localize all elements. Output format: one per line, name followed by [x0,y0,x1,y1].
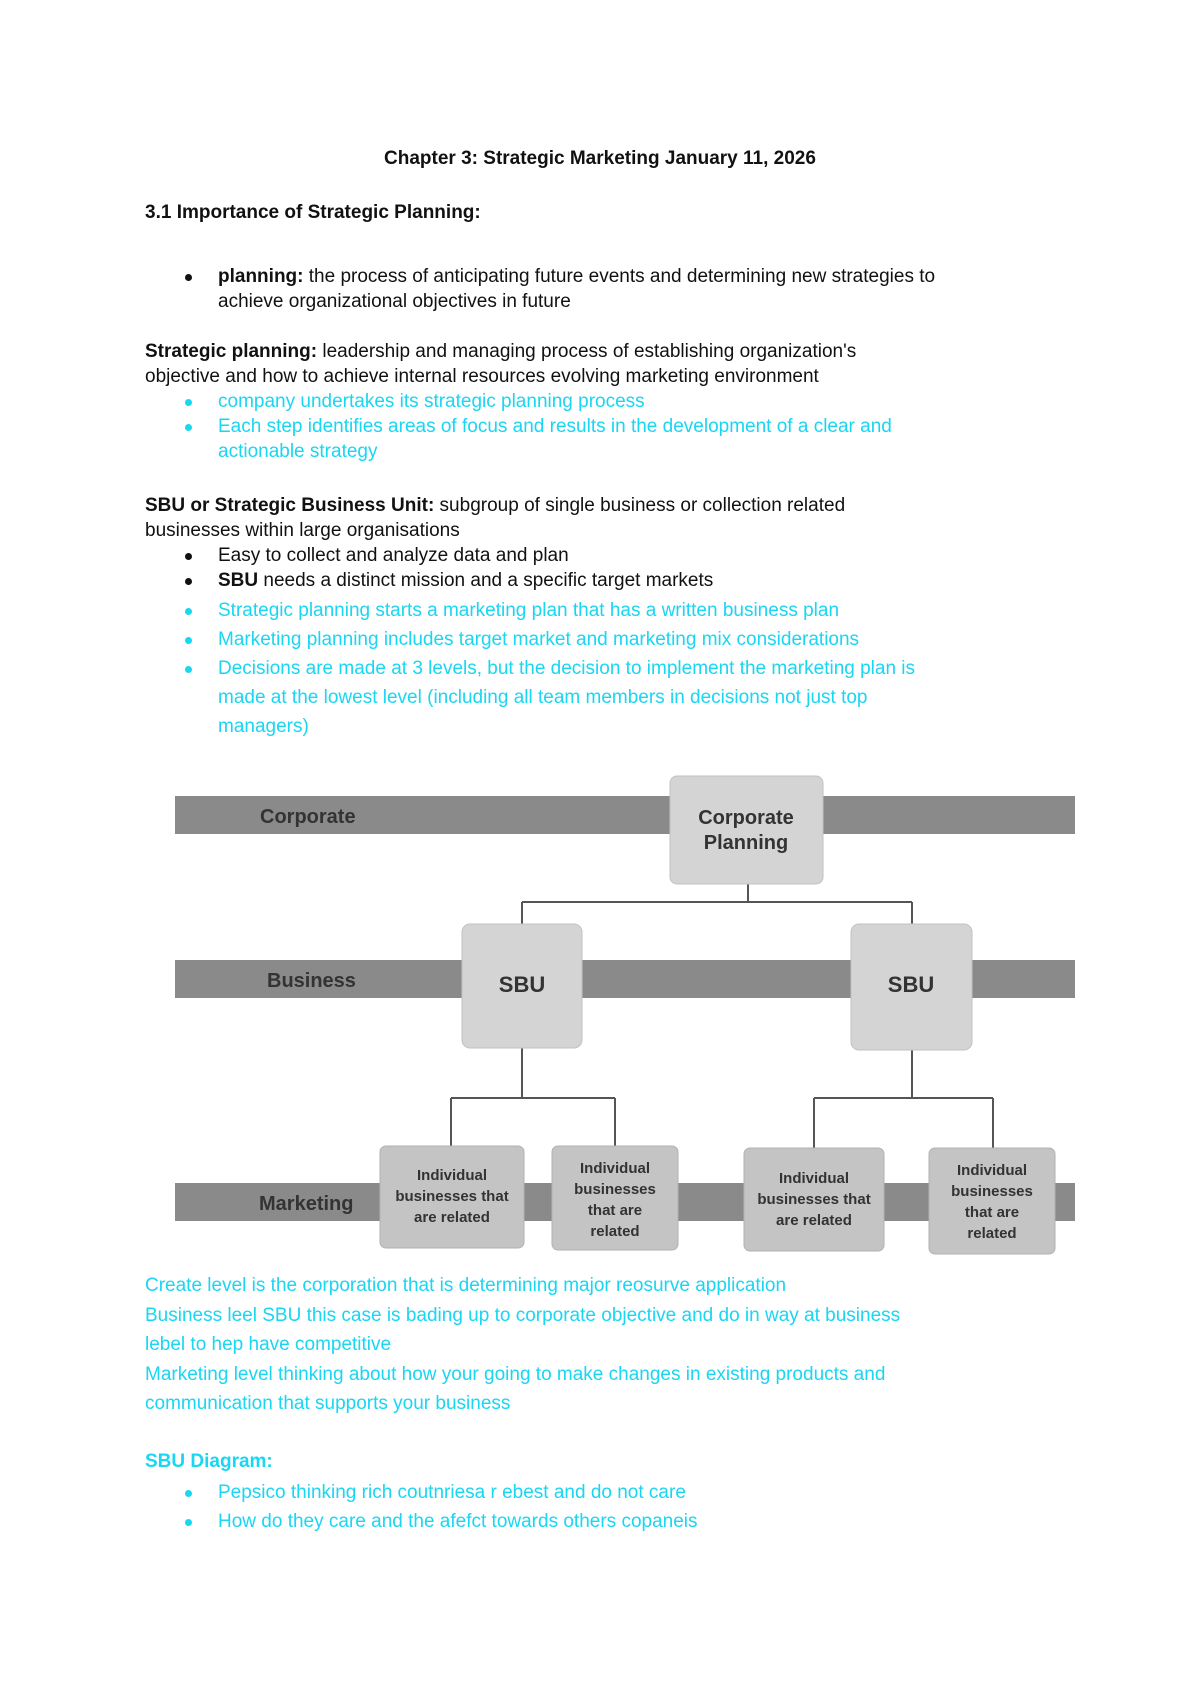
bullet-icon [185,1519,192,1526]
definition-text: leadership and managing process of estab… [317,341,857,362]
note-line: Marketing level thinking about how your … [145,1363,886,1385]
box-label: Individual [957,1162,1027,1179]
sbu-diagram-heading: SBU Diagram: [145,1451,273,1472]
section-heading: 3.1 Importance of Strategic Planning: [145,202,481,223]
list-item-text: actionable strategy [218,441,378,462]
bullet-icon [185,1490,192,1497]
connector-lines [450,882,994,1150]
term-label: SBU [218,570,259,591]
list-item-text: Strategic planning starts a marketing pl… [218,600,840,621]
list-item-text: managers) [218,716,309,737]
box-label: businesses that [757,1191,870,1208]
term-label: Strategic planning: [145,341,318,362]
band-label: Business [267,970,356,992]
note-line: lebel to hep have competitive [145,1334,392,1355]
strategic-planning-definition: Strategic planning: leadership and manag… [145,339,1065,389]
list-item-text: needs a distinct mission and a specific … [258,570,714,591]
list-item-text: Easy to collect and analyze data and pla… [218,545,569,566]
sbu-box [850,923,973,1051]
box-label: businesses that [395,1188,508,1205]
list-item: Strategic planning starts a marketing pl… [145,596,1065,625]
list-item: Marketing planning includes target marke… [145,625,1065,654]
definition-text: the process of anticipating future event… [303,266,936,287]
unit-box [928,1147,1056,1255]
box-label: Individual [580,1160,650,1177]
list-item-text: company undertakes its strategic plannin… [218,391,645,412]
box-label: SBU [499,972,545,997]
box-label: businesses [574,1181,656,1198]
bullet-icon [185,637,192,644]
box-label: that are [588,1202,642,1219]
sbu-diagram-list: Pepsico thinking rich coutnriesa r ebest… [145,1478,1065,1536]
note-line: Business leel SBU this case is bading up… [145,1304,901,1326]
box-label: are related [776,1212,852,1229]
bullet-icon [185,424,192,431]
planning-list: planning: the process of anticipating fu… [145,264,1065,314]
document-title: Chapter 3: Strategic Marketing January 1… [384,148,816,169]
unit-box [379,1145,525,1249]
list-item: SBU needs a distinct mission and a speci… [145,568,1065,593]
sbu-definition: SBU or Strategic Business Unit: subgroup… [145,493,1065,543]
sbu-box [461,923,583,1049]
sbu-list: Easy to collect and analyze data and pla… [145,543,1065,593]
box-label: Planning [704,832,788,854]
diagram-notes: Create level is the corporation that is … [145,1271,1075,1419]
list-item: Pepsico thinking rich coutnriesa r ebest… [145,1478,1065,1507]
definition-text: objective and how to achieve internal re… [145,366,819,387]
list-item-text: Each step identifies areas of focus and … [218,416,892,437]
box-label: SBU [888,972,934,997]
band-corporate [175,796,1075,834]
note-line: communication that supports your busines… [145,1393,511,1414]
list-item: Decisions are made at 3 levels, but the … [145,654,1065,741]
list-item: company undertakes its strategic plannin… [145,389,1065,414]
list-item-text: Pepsico thinking rich coutnriesa r ebest… [218,1482,686,1503]
list-item: How do they care and the afefct towards … [145,1507,1065,1536]
box-label: are related [414,1209,490,1226]
box-label: Individual [779,1170,849,1187]
list-item: planning: the process of anticipating fu… [145,264,1065,314]
band-label: Corporate [260,806,356,828]
corporate-planning-box [669,775,824,885]
definition-text: subgroup of single business or collectio… [434,495,846,516]
bullet-icon [185,578,192,585]
bullet-icon [185,666,192,673]
list-item: Each step identifies areas of focus and … [145,414,1065,464]
list-item: Easy to collect and analyze data and pla… [145,543,1065,568]
list-item-text: How do they care and the afefct towards … [218,1511,698,1532]
bullet-icon [185,399,192,406]
unit-box [551,1145,679,1251]
band-label: Marketing [259,1193,353,1215]
box-label: that are [965,1204,1019,1221]
list-item-text: Marketing planning includes target marke… [218,629,860,650]
list-item-text: made at the lowest level (including all … [218,687,868,708]
term-label: planning: [218,266,304,287]
box-label: related [590,1223,639,1240]
definition-text: achieve organizational objectives in fut… [218,291,571,312]
bullet-icon [185,274,192,281]
box-label: related [967,1225,1016,1242]
box-label: Individual [417,1167,487,1184]
definition-text: businesses within large organisations [145,520,460,541]
unit-box [743,1147,885,1252]
bullet-icon [185,553,192,560]
sbu-notes-list: Strategic planning starts a marketing pl… [145,596,1065,741]
term-label: SBU or Strategic Business Unit: [145,495,435,516]
bullet-icon [185,608,192,615]
box-label: Corporate [698,807,794,829]
strategic-planning-list: company undertakes its strategic plannin… [145,389,1065,464]
box-label: businesses [951,1183,1033,1200]
note-line: Create level is the corporation that is … [145,1275,787,1296]
list-item-text: Decisions are made at 3 levels, but the … [218,658,916,679]
